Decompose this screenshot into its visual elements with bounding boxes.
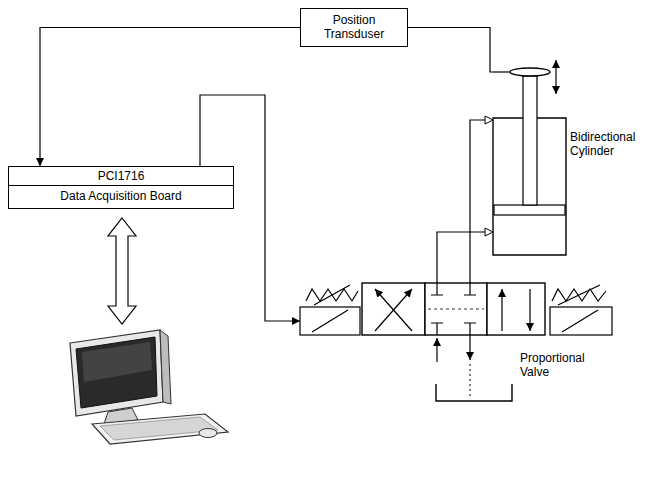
data-bus-arrow <box>108 218 136 324</box>
cylinder-symbol <box>493 68 566 255</box>
centre-dash <box>428 309 484 310</box>
solenoid-slant <box>562 310 598 332</box>
computer-illustration <box>70 330 228 444</box>
rod-cap <box>510 68 550 76</box>
valve-cell <box>425 283 487 335</box>
component-label: Proportional Valve <box>520 351 616 380</box>
tank-line <box>469 335 470 360</box>
piston-rod <box>523 76 537 205</box>
flow-arrow <box>501 289 502 331</box>
hydraulic-line <box>470 120 493 283</box>
blocked-port <box>431 283 476 295</box>
spring-adjust <box>558 285 600 305</box>
hydraulic-line <box>437 232 493 283</box>
motion-arrow <box>555 60 556 94</box>
blocked-port <box>431 323 476 335</box>
flow-arrow <box>529 289 530 331</box>
board-model: PCI1716 <box>9 167 233 186</box>
tank-line-dashed <box>470 364 471 396</box>
device-name: Position Transduser <box>301 9 407 46</box>
signal-wire <box>408 28 493 73</box>
transducer-link <box>493 71 510 72</box>
flow-arrow <box>375 289 412 331</box>
flow-arrow <box>375 289 412 331</box>
cylinder-node: Bidirectional Cylinder <box>493 68 566 255</box>
signal-wire <box>40 28 300 167</box>
spring-adjust <box>314 285 350 305</box>
valve-symbol <box>300 283 612 335</box>
valve-cell <box>362 283 425 335</box>
solenoid <box>300 307 360 335</box>
tank-symbol <box>436 384 512 401</box>
component-label: Bidirectional Cylinder <box>570 130 660 159</box>
piston <box>494 205 565 215</box>
pressure-port <box>436 338 437 362</box>
valve-node: Proportional Valve <box>300 283 612 335</box>
solenoid-slant <box>312 310 348 332</box>
board-name: Data Acquisition Board <box>52 186 190 207</box>
solenoid <box>550 307 612 335</box>
device-box: PCI1716Data Acquisition Board <box>8 166 234 209</box>
device-box: Position Transduser <box>300 8 408 47</box>
valve-cell <box>487 283 545 335</box>
